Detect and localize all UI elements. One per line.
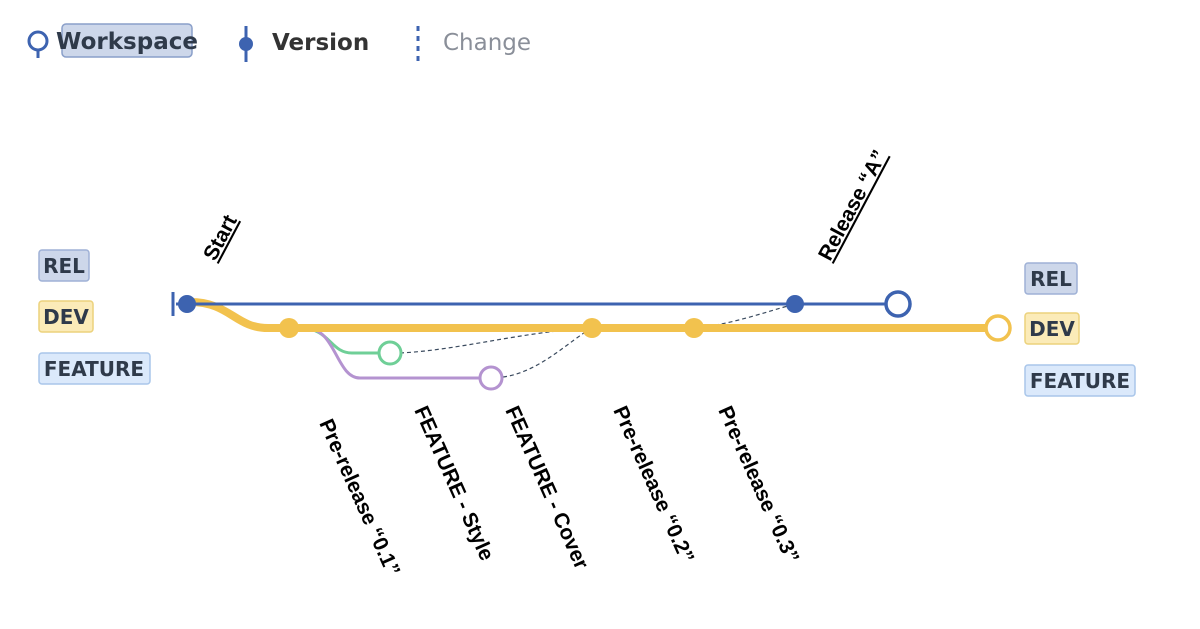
feature-lane-badge-left xyxy=(38,352,151,385)
feature-lane-badge-right xyxy=(1024,364,1136,397)
dev-nodes xyxy=(279,314,1012,342)
change-legend-label: Change xyxy=(443,30,531,56)
version-icon xyxy=(239,26,253,62)
feature-cover-annotation: FEATURE - Cover xyxy=(500,403,593,573)
pre-release-01-dot xyxy=(279,318,299,338)
workspace-icon xyxy=(27,30,49,58)
version-legend-label: Version xyxy=(272,30,369,56)
pre-release-01-annotation: Pre-release “0.1” xyxy=(314,416,404,580)
start-annotation: Start xyxy=(199,211,242,264)
feature-lane-label-left: FEATURE xyxy=(44,357,144,381)
rel-lane-badge-left xyxy=(38,249,90,282)
change-cover-to-pre02 xyxy=(502,327,593,378)
dev-lane-label-right: DEV xyxy=(1029,317,1075,341)
feature-lane-label-right: FEATURE xyxy=(1030,369,1130,393)
rel-lane-label-left: REL xyxy=(43,254,85,278)
start-version-dot xyxy=(178,295,196,313)
feature-style-workspace-node xyxy=(377,340,403,366)
feature-style-annotation: FEATURE - Style xyxy=(409,403,498,564)
dev-lane-badge-right xyxy=(1024,312,1080,345)
rel-lane-badge-right xyxy=(1024,262,1078,295)
legend: Workspace Version Change xyxy=(27,23,531,62)
dev-lane-label-left: DEV xyxy=(43,305,89,329)
lane-labels-left: REL DEV FEATURE xyxy=(38,249,151,385)
rel-branch xyxy=(171,290,912,318)
rel-lane-label-right: REL xyxy=(1030,267,1072,291)
annotations: Start Release “A” Pre-release “0.1” FEAT… xyxy=(199,146,891,579)
dev-workspace-node xyxy=(984,314,1012,342)
release-a-annotation: Release “A” xyxy=(814,146,891,264)
pre-release-02-annotation: Pre-release “0.2” xyxy=(608,403,698,567)
pre-release-03-dot xyxy=(684,318,704,338)
dev-lane-badge-left xyxy=(38,300,94,333)
feature-cover-workspace-node xyxy=(478,365,504,391)
change-pre03-to-release xyxy=(693,303,796,329)
lane-labels-right: REL DEV FEATURE xyxy=(1024,262,1136,397)
change-connectors xyxy=(399,303,796,378)
pre-release-02-dot xyxy=(582,318,602,338)
release-a-version-dot xyxy=(786,295,804,313)
pre-release-03-annotation: Pre-release “0.3” xyxy=(713,403,803,567)
workspace-legend-badge xyxy=(61,23,193,58)
rel-workspace-node xyxy=(884,290,912,318)
workspace-legend-label: Workspace xyxy=(56,29,198,55)
